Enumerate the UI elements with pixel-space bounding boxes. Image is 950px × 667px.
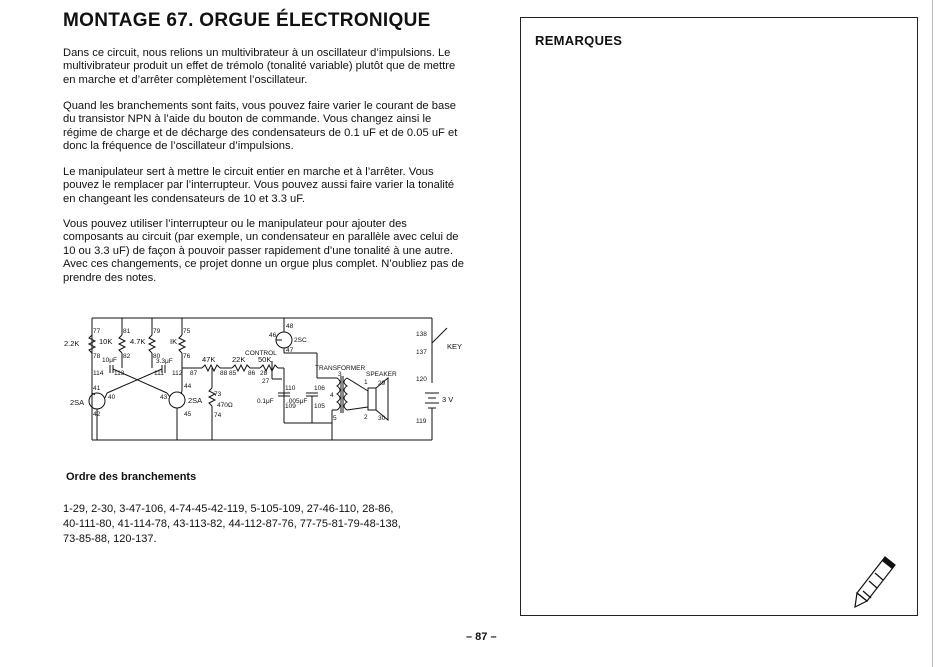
- terminal: 43: [160, 394, 168, 401]
- label-r5: 47K: [202, 355, 215, 364]
- terminal: 2: [364, 414, 368, 421]
- label-r6: 22K: [232, 355, 245, 364]
- terminal: 3: [338, 371, 342, 378]
- pencil-icon: [854, 556, 896, 609]
- terminal: 44: [184, 383, 192, 390]
- label-battery: 3 V: [442, 395, 453, 404]
- terminal: 4: [330, 392, 334, 399]
- terminal: 75: [183, 328, 191, 335]
- label-t1: 2SA: [70, 398, 84, 407]
- terminal: 1: [364, 379, 368, 386]
- terminal: 110: [285, 385, 296, 392]
- terminal: 138: [416, 331, 427, 338]
- terminal: 28: [260, 370, 268, 377]
- terminal: 48: [286, 323, 294, 330]
- label-control: CONTROL: [245, 350, 277, 357]
- terminal: 112: [172, 370, 183, 377]
- paragraph-key: Le manipulateur sert à mettre le circuit…: [63, 166, 455, 205]
- terminal: 27: [262, 378, 270, 385]
- terminal: 105: [314, 403, 325, 410]
- paragraph-control: Quand les branchements sont faits, vous …: [63, 100, 458, 153]
- terminal: 120: [416, 376, 427, 383]
- terminal: 85: [229, 370, 237, 377]
- label-key: KEY: [447, 342, 462, 351]
- connection-order-list: 1-29, 2-30, 3-47-106, 4-74-45-42-119, 5-…: [63, 502, 443, 547]
- terminal: 81: [123, 328, 131, 335]
- terminal: 119: [416, 418, 427, 425]
- connection-order-line: 73-85-88, 120-137.: [63, 533, 157, 545]
- label-c1: 10μF: [102, 357, 117, 364]
- terminal: 73: [214, 391, 222, 398]
- notes-title: REMARQUES: [535, 33, 623, 48]
- page-number: – 87 –: [466, 631, 497, 643]
- label-transformer: TRANSFORMER: [315, 365, 366, 372]
- terminal: 74: [214, 412, 222, 419]
- terminal: 45: [184, 411, 192, 418]
- terminal: 42: [93, 411, 101, 418]
- paragraph-variations: Vous pouvez utiliser l’interrupteur ou l…: [63, 218, 464, 284]
- label-r2: 10K: [99, 337, 112, 346]
- terminal: 76: [183, 353, 191, 360]
- label-t2: 2SA: [188, 396, 202, 405]
- terminal: 87: [190, 370, 198, 377]
- page-edge-divider: [932, 0, 933, 667]
- connection-order-line: 40-111-80, 41-114-78, 43-113-82, 44-112-…: [63, 518, 401, 530]
- label-c3: 0.1μF: [257, 398, 274, 405]
- label-r8: 470Ω: [217, 402, 233, 409]
- terminal: 82: [123, 353, 131, 360]
- label-c2: 3.3μF: [156, 358, 173, 365]
- terminal: 113: [114, 370, 125, 377]
- terminal: 88: [220, 370, 228, 377]
- terminal: 137: [416, 349, 427, 356]
- label-r3: 4.7K: [130, 337, 145, 346]
- connection-order-line: 1-29, 2-30, 3-47-106, 4-74-45-42-119, 5-…: [63, 503, 394, 515]
- terminal: 106: [314, 385, 325, 392]
- label-speaker: SPEAKER: [366, 371, 397, 378]
- circuit-schematic: 2.2K 10K 4.7K IK 10μF 3.3μF 47K 22K 50K …: [64, 317, 462, 441]
- page-title: MONTAGE 67. ORGUE ÉLECTRONIQUE: [63, 10, 431, 31]
- paragraph-intro: Dans ce circuit, nous relions un multivi…: [63, 47, 456, 86]
- terminal: 41: [93, 385, 101, 392]
- terminal: 77: [93, 328, 101, 335]
- terminal: 80: [153, 353, 161, 360]
- label-r1: 2.2K: [64, 339, 79, 348]
- label-r7: 50K: [258, 355, 271, 364]
- label-t3: 2SC: [294, 337, 307, 344]
- label-c4: .005μF: [287, 398, 307, 405]
- terminal: 47: [286, 347, 294, 354]
- terminal: 78: [93, 353, 101, 360]
- connection-order-title: Ordre des branchements: [66, 471, 197, 483]
- terminal: 5: [333, 415, 337, 422]
- terminal: 109: [285, 403, 296, 410]
- label-r4: IK: [170, 337, 177, 346]
- notes-box: REMARQUES: [520, 17, 918, 616]
- terminal: 46: [269, 332, 277, 339]
- terminal: 30: [378, 415, 386, 422]
- terminal: 86: [248, 370, 256, 377]
- terminal: 29: [378, 380, 386, 387]
- terminal: 111: [154, 370, 164, 377]
- terminal: 40: [108, 394, 116, 401]
- terminal: 114: [93, 370, 104, 377]
- terminal: 79: [153, 328, 161, 335]
